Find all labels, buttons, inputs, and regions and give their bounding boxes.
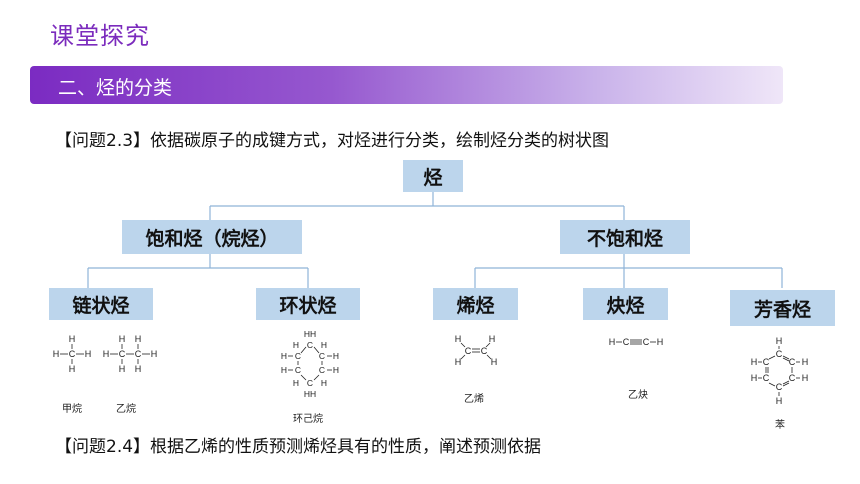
svg-text:H: H [802,357,809,367]
svg-text:C: C [295,365,301,375]
question-2-3: 【问题2.3】依据碳原子的成键方式，对烃进行分类，绘制烃分类的树状图 [55,131,610,151]
svg-text:C: C [789,373,796,383]
svg-text:C: C [319,351,325,361]
svg-text:H: H [119,364,126,374]
question-2-4: 【问题2.4】根据乙烯的性质预测烯烃具有的性质，阐述预测依据 [55,437,542,457]
svg-text:C: C [643,337,650,347]
svg-text:H: H [69,364,76,374]
svg-text:H: H [53,349,60,359]
svg-text:C: C [69,349,76,359]
svg-text:C: C [763,373,770,383]
svg-text:H: H [293,340,299,350]
svg-text:C: C [776,349,783,359]
svg-text:H: H [85,349,92,359]
svg-text:C: C [481,346,488,356]
svg-text:C: C [307,378,313,388]
svg-text:H: H [103,349,110,359]
svg-text:H: H [776,336,783,346]
svg-text:C: C [319,365,325,375]
node-aromatic-hydrocarbon: 芳香烃 [730,290,835,326]
node-alkene: 烯烃 [433,288,518,320]
section-header-bar: 二、烃的分类 [30,66,783,104]
svg-text:H: H [69,334,76,344]
svg-text:H: H [751,373,758,383]
node-chain-hydrocarbon: 链状烃 [49,288,153,320]
svg-text:H: H [776,396,783,406]
svg-text:C: C [763,357,770,367]
svg-text:HH: HH [304,329,316,339]
svg-text:H: H [321,340,327,350]
svg-text:H: H [119,334,126,344]
node-unsaturated-hydrocarbon: 不饱和烃 [560,220,690,254]
svg-text:C: C [119,349,126,359]
section-title: 二、烃的分类 [58,77,173,99]
svg-text:HH: HH [304,389,316,399]
svg-text:C: C [295,351,301,361]
svg-text:C: C [776,382,783,392]
svg-text:H: H [751,357,758,367]
svg-text:C: C [623,337,630,347]
svg-text:H: H [489,334,496,344]
svg-text:H: H [455,334,462,344]
caption-cyclohexane: 环己烷 [293,414,323,425]
caption-benzene: 苯 [775,420,785,431]
svg-text:C: C [465,346,472,356]
svg-text:H: H [293,378,299,388]
caption-acetylene: 乙炔 [628,390,648,401]
svg-text:H: H [657,337,664,347]
svg-text:H: H [281,365,287,375]
svg-text:H: H [281,351,287,361]
svg-text:H: H [802,373,809,383]
caption-ethane: 乙烷 [116,404,136,415]
svg-text:H: H [135,364,142,374]
svg-text:H: H [333,365,339,375]
svg-text:H: H [491,357,498,367]
svg-text:C: C [135,349,142,359]
node-hydrocarbon: 烃 [403,160,463,192]
caption-methane: 甲烷 [62,404,82,415]
svg-text:H: H [609,337,616,347]
page-title: 课堂探究 [50,22,150,50]
node-alkyne: 炔烃 [583,288,668,320]
caption-ethylene: 乙烯 [464,394,484,405]
svg-text:H: H [135,334,142,344]
svg-text:H: H [321,378,327,388]
svg-text:H: H [333,351,339,361]
svg-text:C: C [307,340,313,350]
node-saturated-hydrocarbon: 饱和烃（烷烃） [122,220,302,254]
svg-text:H: H [151,349,158,359]
node-cyclic-hydrocarbon: 环状烃 [256,288,360,320]
svg-text:C: C [789,357,796,367]
svg-text:H: H [455,357,462,367]
